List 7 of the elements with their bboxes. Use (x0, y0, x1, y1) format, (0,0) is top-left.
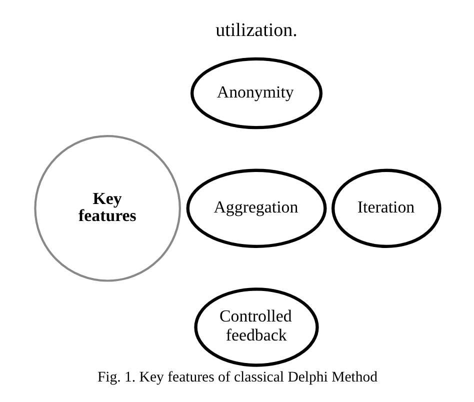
caption: Fig. 1. Key features of classical Delphi Method (96, 369, 378, 386)
node-circle: Key features (34, 134, 180, 282)
node-ellipse: Iteration (331, 168, 441, 248)
node-ellipse: Controlled feedback (194, 288, 318, 367)
node-ellipse: Aggregation (186, 168, 326, 248)
node-ellipse: Anonymity (190, 57, 322, 130)
label: utilization. (215, 20, 297, 42)
